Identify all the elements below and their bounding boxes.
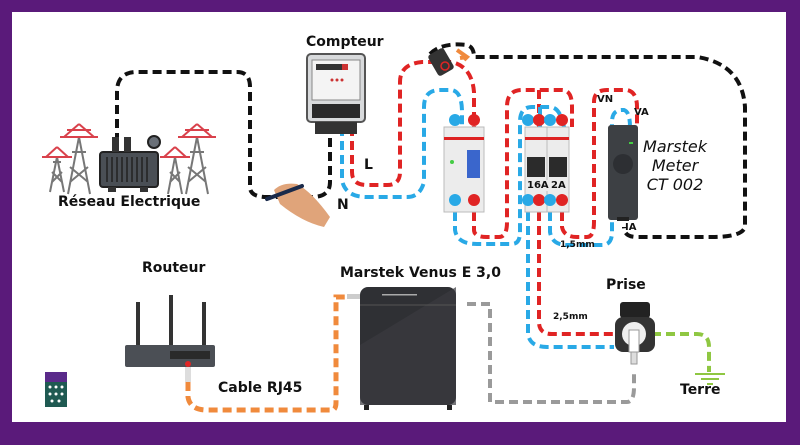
breaker-2a-label: 2A: [551, 180, 566, 191]
outlet-label: Prise: [606, 277, 646, 293]
earth-ground-icon: [695, 373, 725, 385]
neutral-wire-meter-out: [340, 88, 464, 199]
ia-label: IA: [625, 222, 637, 233]
wire-1-5mm-label: 1,5mm: [560, 240, 595, 250]
live-wire-meter-out: [350, 60, 476, 187]
breaker-16a-label: 16A: [527, 180, 549, 191]
power-pylon-icon: [178, 123, 216, 195]
wiring-diagram: Réseau Electrique Compteur L N VN VA IA …: [12, 12, 786, 422]
neutral-wire-to-ct-vn: [548, 108, 632, 247]
power-pylon-icon: [42, 146, 72, 193]
hand-pen-icon: [265, 183, 330, 227]
diagram-svg: [42, 42, 747, 413]
rcd-breaker-icon: [443, 114, 485, 213]
outlet-icon: [615, 302, 655, 365]
grid-label: Réseau Electrique: [58, 194, 201, 210]
ct-clamp-icon: [428, 48, 471, 76]
neutral-label: N: [337, 197, 349, 213]
neutral-wire-to-outlet: [526, 212, 614, 349]
ct-meter-label-line2: Meter: [651, 156, 699, 175]
battery-icon: [347, 287, 456, 410]
ct-meter-label-line3: CT 002: [646, 175, 704, 194]
router-icon: [125, 295, 215, 382]
remote-icon: [45, 372, 67, 407]
transformer-icon: [99, 135, 161, 192]
grid-supply-wire: [115, 70, 332, 199]
electric-meter-icon: [306, 53, 366, 134]
meter-label: Compteur: [306, 34, 384, 50]
battery-ac-wire: [467, 302, 636, 404]
ct-meter-label-line1: Marstek: [643, 137, 707, 156]
live-wire-to-outlet: [537, 212, 614, 336]
power-pylon-icon: [60, 123, 98, 195]
live-label: L: [364, 157, 373, 173]
neutral-wire-rcd-to-breaker: [453, 105, 566, 246]
ct-meter-device-icon: [608, 125, 638, 221]
ct-meter-label: Marstek Meter CT 002: [640, 137, 710, 194]
rj45-cable: [185, 294, 347, 413]
va-label: VA: [634, 107, 649, 118]
earth-wire: [652, 332, 711, 372]
power-pylon-icon: [160, 146, 190, 195]
circuit-breaker-icon: [522, 114, 570, 213]
live-wire-to-ct-va: [560, 88, 639, 239]
router-label: Routeur: [142, 260, 206, 276]
wire-2-5mm-label: 2,5mm: [553, 312, 588, 322]
vn-label: VN: [597, 94, 614, 105]
earth-label: Terre: [680, 382, 721, 398]
battery-label: Marstek Venus E 3,0: [340, 265, 501, 281]
rj45-label: Cable RJ45: [218, 380, 303, 396]
